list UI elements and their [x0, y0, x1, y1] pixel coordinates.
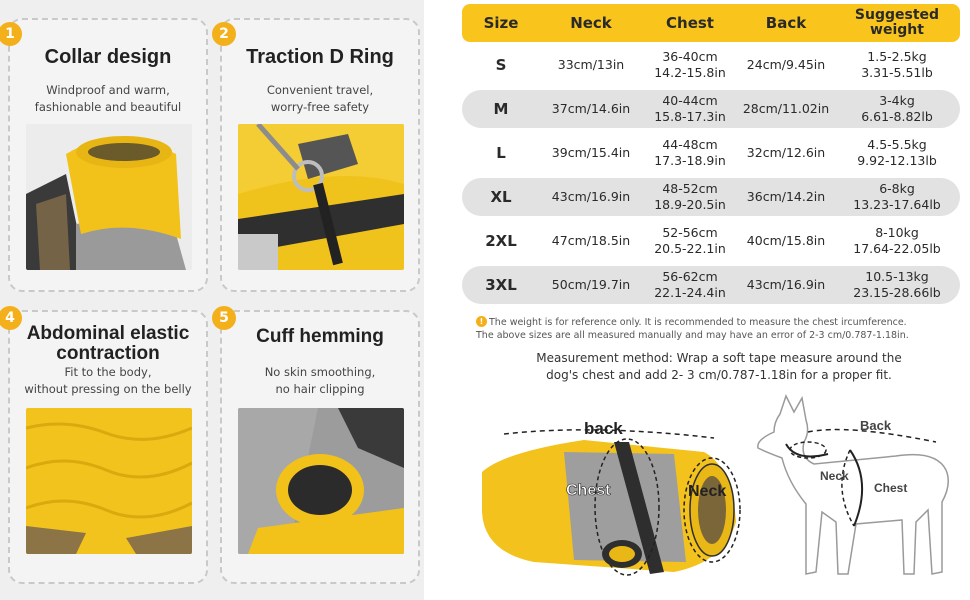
cuff-photo	[238, 408, 404, 554]
size-cell: 2XL	[485, 232, 517, 250]
back-cell: 28cm/11.02in	[742, 101, 830, 116]
abdominal-photo	[26, 408, 192, 554]
neck-cell: 43cm/16.9in	[551, 189, 631, 204]
header-back: Back	[765, 14, 807, 32]
dog-label-neck: Neck	[820, 469, 849, 483]
header-weight: Suggested weight	[854, 7, 940, 38]
size-cell: M	[493, 100, 509, 118]
collar-photo	[26, 124, 192, 270]
back-cell: 24cm/9.45in	[746, 57, 826, 72]
d-ring-photo	[238, 124, 404, 270]
feature-title: Collar design	[44, 46, 172, 68]
feature-card-cuff: Cuff hemming No skin smoothing, no hair …	[220, 310, 420, 584]
feature-number-badge: 4	[0, 306, 22, 330]
size-cell: S	[495, 56, 507, 74]
feature-title: Traction D Ring	[246, 46, 394, 68]
info-icon: !	[476, 316, 487, 327]
coat-label-chest: Chest	[566, 482, 611, 499]
feature-subtitle: Fit to the body, without pressing on the…	[24, 365, 192, 396]
neck-cell: 47cm/18.5in	[551, 233, 631, 248]
size-cell: 3XL	[485, 276, 517, 294]
coat-measurement-illustration: back Chest Neck	[474, 412, 744, 588]
header-neck: Neck	[570, 14, 612, 32]
coat-label-neck: Neck	[688, 483, 726, 500]
neck-cell: 33cm/13in	[557, 57, 625, 72]
feature-subtitle: No skin smoothing, no hair clipping	[264, 365, 376, 396]
neck-cell: 39cm/15.4in	[551, 145, 631, 160]
size-table: Size Neck Chest Back Suggested weight S …	[462, 4, 960, 304]
dog-label-back: Back	[860, 418, 892, 433]
feature-subtitle: Windproof and warm, fashionable and beau…	[34, 83, 182, 114]
dog-label-chest: Chest	[874, 481, 907, 495]
features-panel: Collar design Windproof and warm, fashio…	[0, 0, 424, 600]
coat-label-back: back	[584, 419, 623, 438]
header-chest: Chest	[666, 14, 714, 32]
back-cell: 36cm/14.2in	[746, 189, 826, 204]
neck-cell: 50cm/19.7in	[551, 277, 631, 292]
neck-cell: 37cm/14.6in	[551, 101, 631, 116]
header-size: Size	[483, 14, 519, 32]
feature-title: Abdominal elastic contraction	[26, 323, 190, 364]
dog-measurement-illustration: Back Neck Chest	[746, 392, 964, 592]
feature-subtitle: Convenient travel, worry-free safety	[266, 83, 374, 114]
feature-card-abdominal: Abdominal elastic contraction Fit to the…	[8, 310, 208, 584]
feature-number-badge: 2	[212, 22, 236, 46]
back-cell: 40cm/15.8in	[746, 233, 826, 248]
size-cell: XL	[490, 188, 512, 206]
feature-card-collar: Collar design Windproof and warm, fashio…	[8, 18, 208, 292]
size-chart-panel: Size Neck Chest Back Suggested weight S …	[424, 0, 970, 600]
feature-title: Cuff hemming	[256, 326, 384, 347]
feature-card-traction-ring: Traction D Ring Convenient travel, worry…	[220, 18, 420, 292]
back-cell: 43cm/16.9in	[746, 277, 826, 292]
feature-number-badge: 5	[212, 306, 236, 330]
feature-number-badge: 1	[0, 22, 22, 46]
size-table-header: Size Neck Chest Back Suggested weight	[462, 4, 960, 42]
reference-note: !The weight is for reference only. It is…	[476, 316, 909, 341]
back-cell: 32cm/12.6in	[746, 145, 826, 160]
size-cell: L	[496, 144, 506, 162]
measurement-method: Measurement method: Wrap a soft tape mea…	[536, 351, 902, 382]
